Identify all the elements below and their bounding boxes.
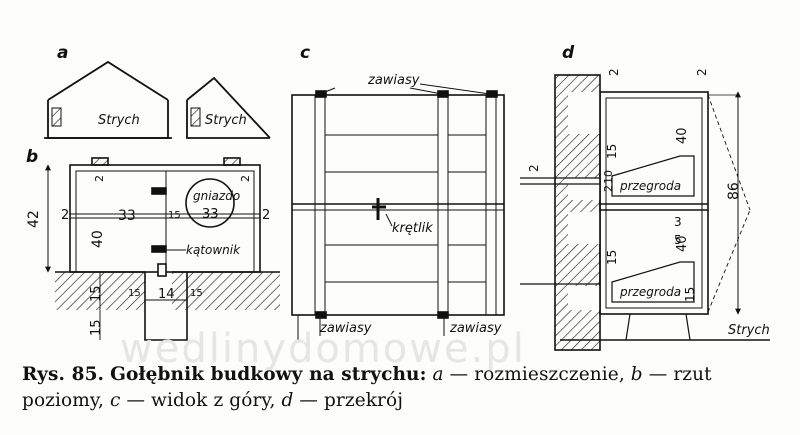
b-dim-8: 40 bbox=[90, 230, 106, 248]
attic-label-d: Strych bbox=[728, 323, 770, 338]
d-dim-6: 2 bbox=[602, 185, 615, 192]
caption-part-a: — rozmieszczenie, bbox=[449, 364, 625, 385]
d-dim-8: 3 bbox=[674, 215, 682, 229]
watermark: wedlinydomowe.pl bbox=[120, 326, 526, 372]
b-dim-9: 15 bbox=[89, 285, 104, 302]
angle-label: kątownik bbox=[186, 243, 241, 257]
d-dim-9: 5 bbox=[674, 233, 682, 247]
attic-label-right: Strych bbox=[205, 113, 247, 128]
d-dim-5: 2 bbox=[527, 164, 541, 172]
panel-b: b 2 2 42 33 15 2 2 40 15 15 bbox=[26, 147, 280, 341]
d-dim-1: 2 bbox=[607, 68, 621, 76]
nest-size: 33 bbox=[202, 207, 219, 222]
d-dim-4: 40 bbox=[675, 127, 690, 144]
b-dim-11: 14 bbox=[158, 287, 175, 302]
d-dim-12: 15 bbox=[683, 287, 697, 302]
caption-part-d: — przekrój bbox=[299, 390, 404, 411]
b-dim-12: 15 bbox=[190, 288, 203, 299]
caption-letter-a: a bbox=[432, 364, 444, 385]
caption-letter-b: b bbox=[630, 364, 643, 385]
caption-letter-d: d bbox=[281, 390, 294, 411]
b-dim-5: 15 bbox=[168, 210, 181, 221]
panel-d: d 2 2 15 40 2 2 10 3 5 bbox=[520, 43, 770, 351]
d-dim-3: 15 bbox=[605, 144, 619, 159]
nest-label: gniazdo bbox=[193, 189, 240, 203]
latch-label: krętlik bbox=[392, 221, 433, 236]
b-dim-7: 2 bbox=[262, 208, 270, 223]
panel-c: c zawiasy krętlik zawia bbox=[291, 43, 505, 340]
d-dim-2: 2 bbox=[695, 68, 709, 76]
b-dim-2: 2 bbox=[239, 175, 252, 182]
panel-label-b: b bbox=[26, 147, 38, 167]
b-dim-13: 15 bbox=[89, 319, 104, 336]
caption-number: Rys. 85. bbox=[22, 364, 105, 385]
b-dim-1: 2 bbox=[93, 175, 106, 182]
figure-drawing: a Strych Strych b bbox=[26, 43, 770, 351]
d-dim-11: 40 bbox=[675, 235, 690, 252]
attic-label-left: Strych bbox=[98, 113, 140, 128]
figure-caption: Rys. 85. Gołębnik budkowy na strychu: a … bbox=[22, 362, 792, 414]
b-dim-4: 33 bbox=[118, 208, 136, 224]
caption-part-c: — widok z góry, bbox=[126, 390, 276, 411]
partition-upper-label: przegroda bbox=[619, 179, 681, 193]
d-dim-7: 10 bbox=[602, 170, 615, 184]
b-dim-10: 15 bbox=[128, 288, 141, 299]
caption-part-b: — rzut poziomy, bbox=[22, 364, 712, 411]
panel-a: a Strych Strych bbox=[44, 43, 271, 139]
panel-label-a: a bbox=[57, 43, 68, 63]
hinges-bottom-left-label: zawiasy bbox=[319, 321, 372, 336]
caption-letter-c: c bbox=[109, 390, 121, 411]
b-dim-6: 2 bbox=[61, 208, 69, 223]
hinges-top-label: zawiasy bbox=[367, 73, 420, 88]
panel-label-c: c bbox=[300, 43, 310, 63]
partition-lower-label: przegroda bbox=[619, 285, 681, 299]
caption-title: Gołębnik budkowy na strychu: bbox=[110, 364, 427, 385]
b-dim-3: 42 bbox=[26, 210, 42, 228]
d-dim-10: 15 bbox=[605, 250, 619, 265]
hinges-bottom-right-label: zawiasy bbox=[449, 321, 502, 336]
panel-label-d: d bbox=[562, 43, 575, 63]
d-dim-13: 86 bbox=[726, 182, 742, 200]
